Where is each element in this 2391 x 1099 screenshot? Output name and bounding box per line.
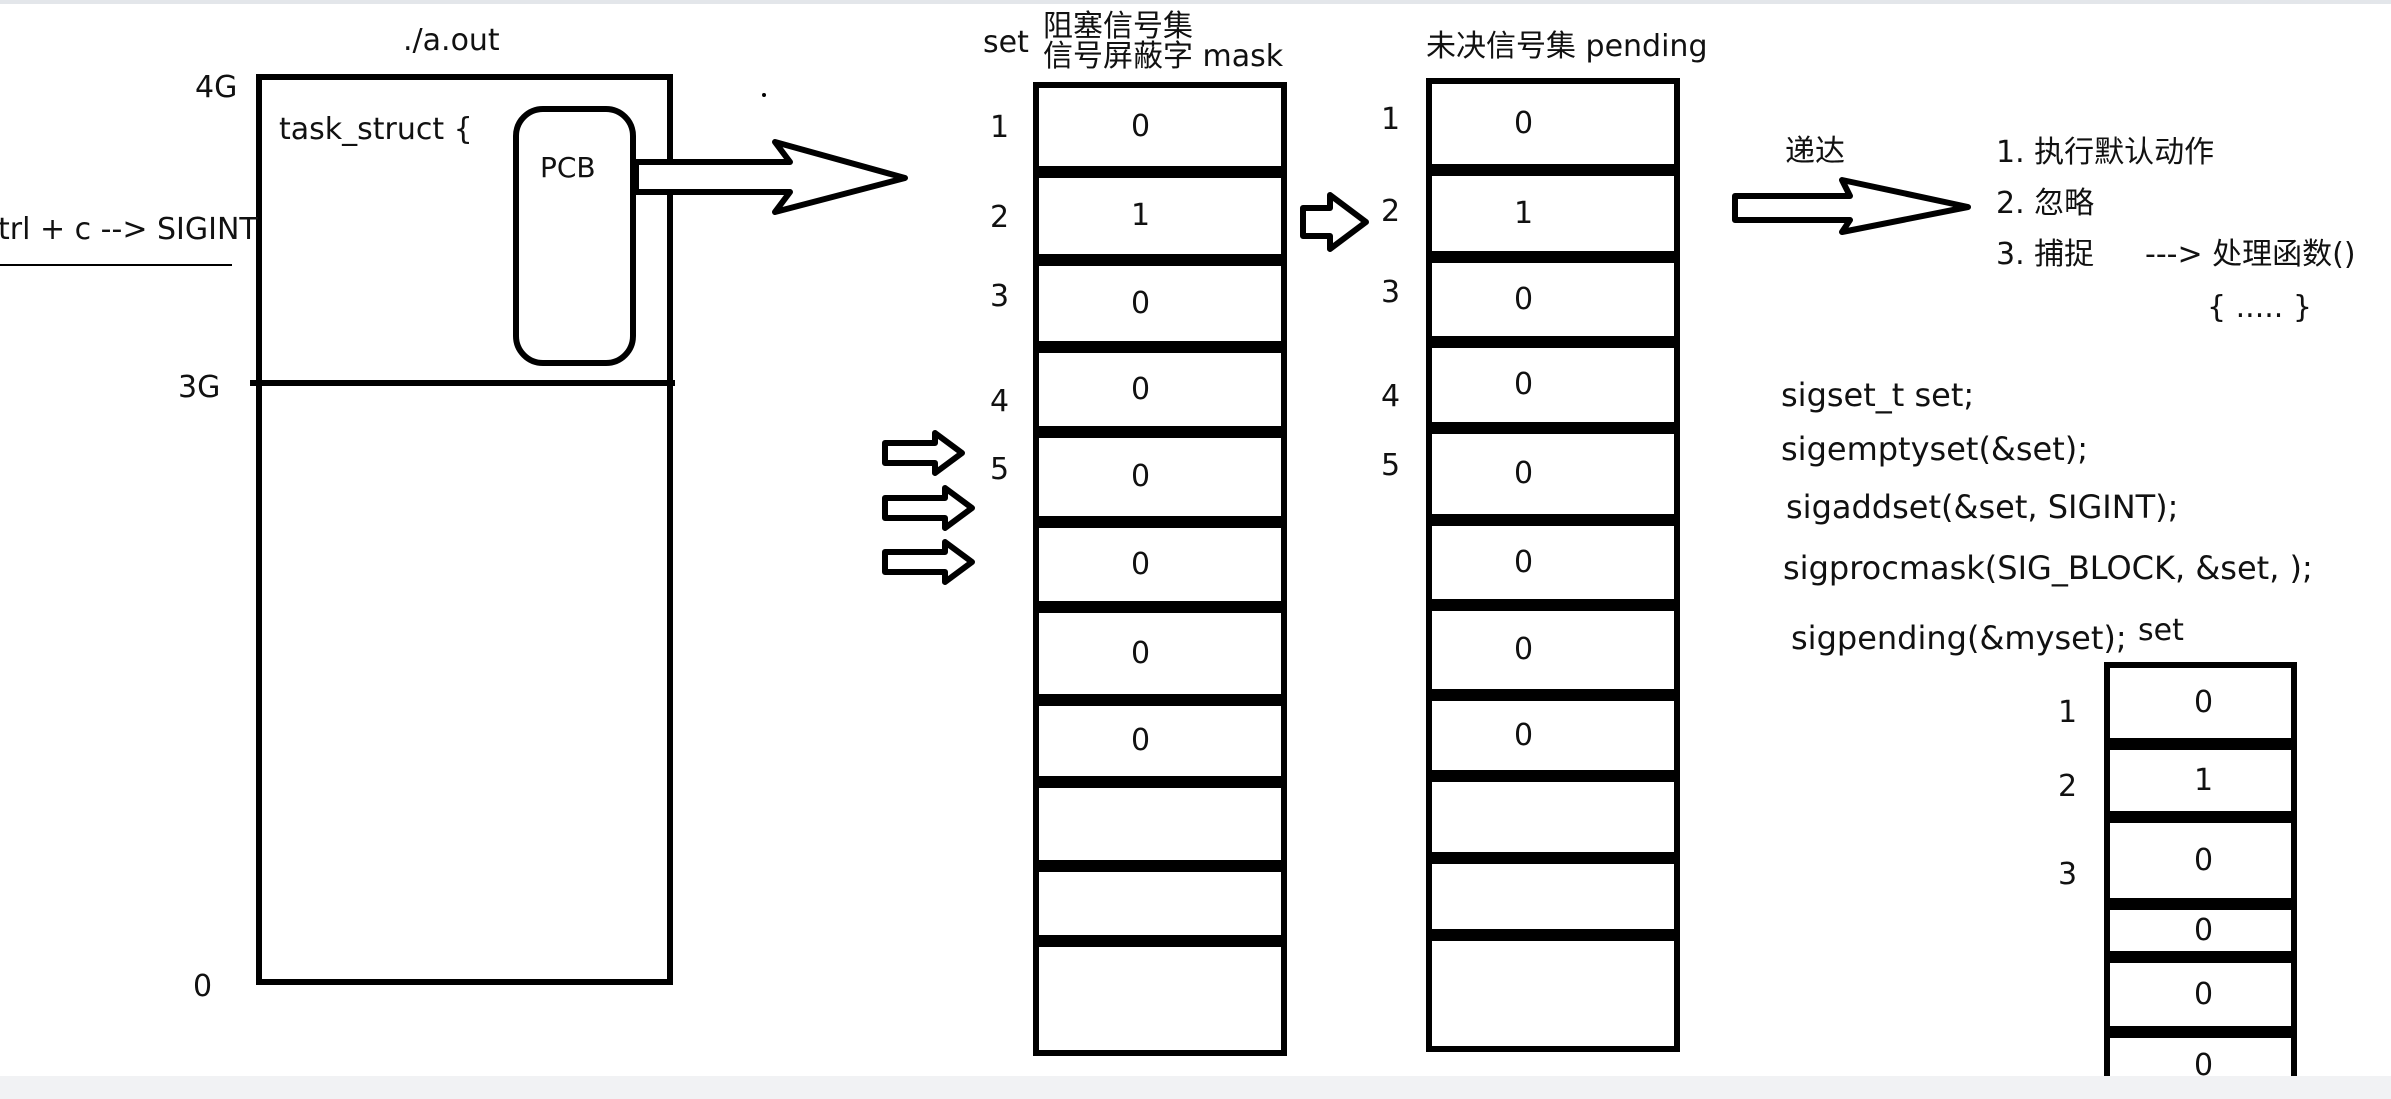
mask-title-line2: 信号屏蔽字 mask	[1043, 39, 1284, 74]
mask-row-number: 2	[990, 200, 1010, 235]
pending-cell-value: 0	[1514, 367, 1534, 402]
myset-cell	[2104, 817, 2297, 904]
myset-row-number: 3	[2058, 857, 2078, 892]
mask-cell	[1033, 782, 1287, 866]
mask-to-pending-arrow	[1300, 192, 1369, 252]
mask-cell-value: 0	[1131, 547, 1151, 582]
label-3g: 3G	[178, 370, 221, 405]
pcb-to-mask-arrow	[633, 139, 908, 215]
pending-cell	[1426, 78, 1680, 170]
pcb-box	[513, 106, 636, 366]
window-top-border	[0, 0, 2391, 4]
myset-set-label: set	[2138, 613, 2184, 648]
myset-row-number: 1	[2058, 695, 2078, 730]
pending-row-number: 2	[1381, 194, 1401, 229]
delivery-option-2: 2. 忽略	[1996, 186, 2095, 221]
myset-cell-value: 0	[2194, 1048, 2214, 1083]
code-line-2: sigemptyset(&set);	[1781, 430, 2089, 468]
pending-cell-value: 0	[1514, 456, 1534, 491]
program-title: ./a.out	[403, 23, 500, 58]
mask-cell	[1033, 260, 1287, 347]
mask-cell-value: 1	[1131, 198, 1151, 233]
pending-cell	[1426, 257, 1680, 342]
myset-cell	[2104, 744, 2297, 817]
pending-row-number: 4	[1381, 379, 1401, 414]
label-4g: 4G	[195, 70, 238, 105]
pending-cell	[1426, 695, 1680, 776]
code-line-5: sigpending(&myset);	[1791, 619, 2127, 657]
mask-row-number: 1	[990, 110, 1010, 145]
pending-cell	[1426, 858, 1680, 935]
mask-cell-value: 0	[1131, 636, 1151, 671]
myset-row-number: 2	[2058, 769, 2078, 804]
signal-arrow-1	[882, 430, 965, 476]
pending-cell-value: 0	[1514, 632, 1534, 667]
pending-cell-value: 0	[1514, 718, 1534, 753]
process-memory-box	[256, 74, 673, 985]
pending-cell	[1426, 170, 1680, 257]
handler-function-label: ---> 处理函数()	[2145, 237, 2356, 272]
kernel-user-divider	[250, 380, 675, 386]
myset-cell-value: 0	[2194, 913, 2214, 948]
mask-row-number: 5	[990, 452, 1010, 487]
myset-cell-value: 0	[2194, 977, 2214, 1012]
mask-cell	[1033, 700, 1287, 782]
myset-cell-value: 1	[2194, 763, 2214, 798]
pending-cell-value: 0	[1514, 282, 1534, 317]
pending-cell	[1426, 428, 1680, 520]
mask-row-number: 3	[990, 279, 1010, 314]
signal-arrow-3	[882, 539, 975, 585]
mask-cell	[1033, 522, 1287, 607]
pending-title: 未决信号集 pending	[1426, 29, 1708, 64]
mask-cell-value: 0	[1131, 723, 1151, 758]
mask-cell	[1033, 941, 1287, 1056]
pending-cell-value: 0	[1514, 106, 1534, 141]
code-line-3: sigaddset(&set, SIGINT);	[1786, 488, 2179, 526]
mask-cell-value: 0	[1131, 286, 1151, 321]
pending-cell-value: 1	[1514, 196, 1534, 231]
pending-cell	[1426, 605, 1680, 695]
mask-cell-value: 0	[1131, 459, 1151, 494]
mask-title-line1: 阻塞信号集	[1043, 9, 1193, 44]
mask-cell	[1033, 82, 1287, 172]
delivery-arrow	[1732, 177, 1971, 235]
handler-body-label: { ..... }	[2207, 290, 2312, 325]
mask-cell-value: 0	[1131, 109, 1151, 144]
delivery-label: 递达	[1785, 134, 1845, 169]
pending-cell-value: 0	[1514, 545, 1534, 580]
mask-cell	[1033, 866, 1287, 941]
signal-arrow-2	[882, 485, 975, 531]
pending-cell	[1426, 935, 1680, 1052]
delivery-option-1: 1. 执行默认动作	[1996, 135, 2215, 170]
myset-cell	[2104, 957, 2297, 1032]
myset-cell	[2104, 904, 2297, 957]
myset-cell-value: 0	[2194, 843, 2214, 878]
stray-dot	[762, 93, 766, 97]
mask-cell-value: 0	[1131, 372, 1151, 407]
mask-cell	[1033, 432, 1287, 522]
pending-cell	[1426, 342, 1680, 428]
pending-cell	[1426, 776, 1680, 858]
myset-cell-value: 0	[2194, 685, 2214, 720]
window-bottom-strip	[0, 1076, 2391, 1099]
mask-cell	[1033, 347, 1287, 432]
delivery-option-3: 3. 捕捉	[1996, 237, 2095, 272]
code-line-4: sigprocmask(SIG_BLOCK, &set, );	[1783, 549, 2313, 587]
mask-set-label: set	[983, 25, 1029, 60]
task-struct-label: task_struct {	[279, 112, 473, 147]
mask-cell	[1033, 172, 1287, 260]
mask-row-number: 4	[990, 384, 1010, 419]
myset-cell	[2104, 662, 2297, 744]
label-0: 0	[193, 969, 213, 1004]
pcb-label: PCB	[540, 151, 596, 184]
pending-row-number: 3	[1381, 275, 1401, 310]
mask-cell	[1033, 607, 1287, 700]
ctrl-c-sigint-label: trl + c --> SIGINT	[0, 212, 258, 247]
code-line-1: sigset_t set;	[1781, 376, 1975, 414]
pending-row-number: 1	[1381, 102, 1401, 137]
pending-row-number: 5	[1381, 448, 1401, 483]
pending-cell	[1426, 520, 1680, 605]
